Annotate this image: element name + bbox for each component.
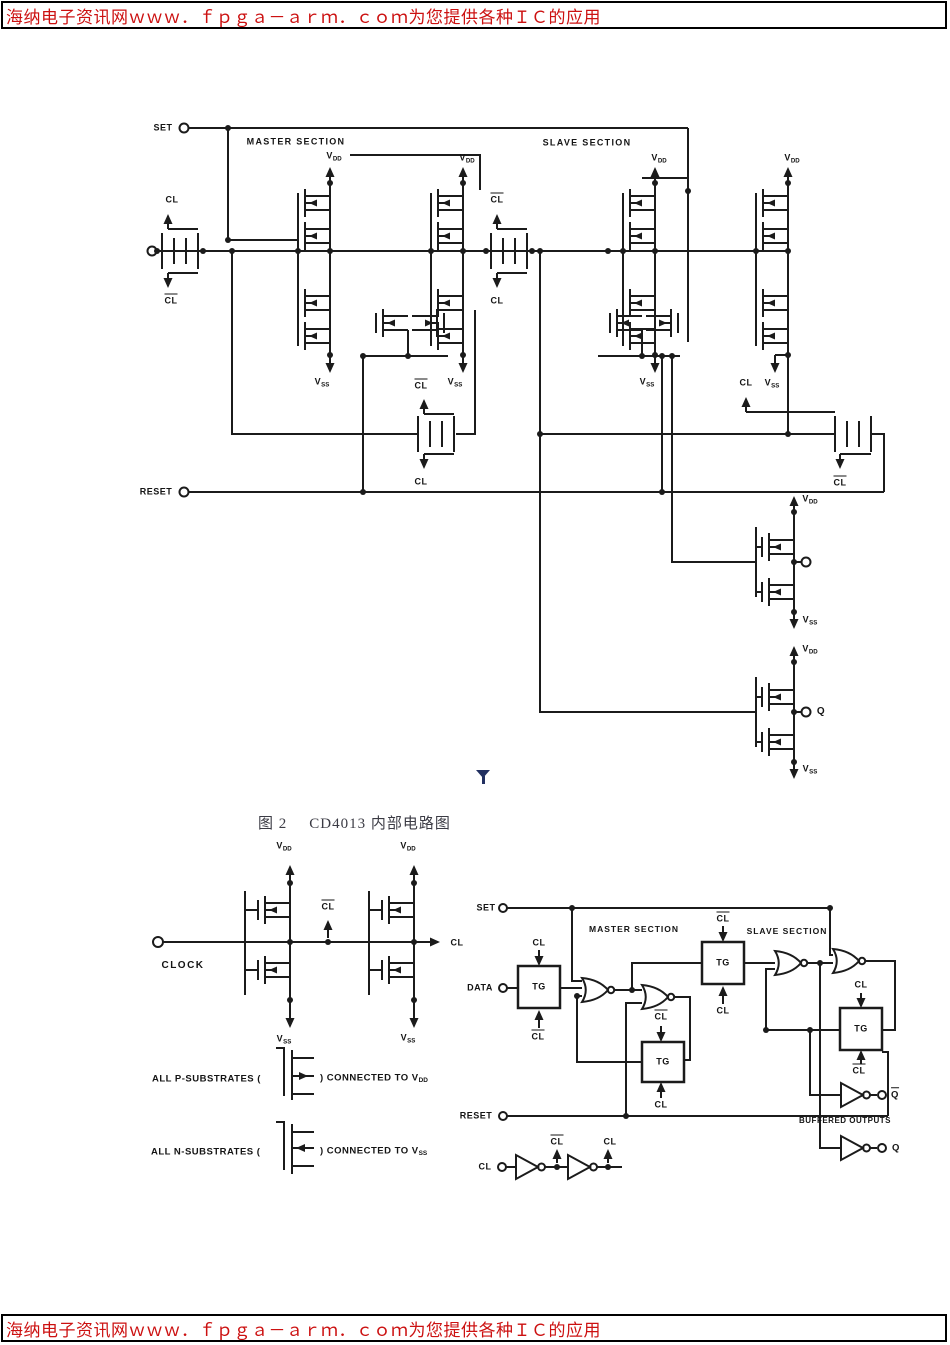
vdd-label-m1: VDD <box>326 150 342 163</box>
vss-label-buf2: VSS <box>802 763 818 776</box>
vss-label-s1: VSS <box>639 376 655 389</box>
cl-tg2-bottom: CL <box>654 1099 668 1110</box>
cl-tg4-top: CL <box>854 979 868 990</box>
clbar-label-sfb-bottom: CL <box>833 475 847 488</box>
clbar-label-ck: CL <box>321 899 335 912</box>
n-substrates-right: ) CONNECTED TO VSS <box>320 1145 428 1158</box>
set-label-logic: SET <box>476 902 496 913</box>
reset-label: RESET <box>139 486 173 497</box>
vdd-label-buf1: VDD <box>802 493 818 506</box>
master-section-label-logic: MASTER SECTION <box>588 923 680 934</box>
slave-section-label: SLAVE SECTION <box>542 137 632 148</box>
master-section-label: MASTER SECTION <box>246 136 346 147</box>
slave-section-label-logic: SLAVE SECTION <box>746 925 828 936</box>
banner-footer-text: 海纳电子资讯网ｗｗｗ．ｆｐｇａ－ａｒｍ．ｃｏｍ为您提供各种ＩＣ的应用 <box>6 1320 601 1340</box>
cl-chain-in-label: CL <box>478 1161 492 1172</box>
reset-label-logic: RESET <box>459 1110 493 1121</box>
triangle-marker-icon <box>476 770 490 784</box>
cl-tg3-bottom: CL <box>716 1005 730 1016</box>
cl-label-mfb-bottom: CL <box>414 476 428 487</box>
data-label-logic: DATA <box>467 982 493 993</box>
cl-tg1-top: CL <box>532 937 546 948</box>
p-substrates-right: ) CONNECTED TO VDD <box>320 1072 428 1085</box>
clbar-chain-label: CL <box>550 1134 564 1147</box>
cl-label-input-top: CL <box>165 194 179 205</box>
tg3-label: TG <box>716 957 730 968</box>
logic-diagram <box>497 903 896 1180</box>
clbar-tg3-top: CL <box>716 911 730 924</box>
vss-label-s2: VSS <box>764 377 780 390</box>
figure-caption: 图 2 CD4013 内部电路图 <box>258 812 451 833</box>
vdd-label-buf2: VDD <box>802 643 818 656</box>
vss-label-ck2: VSS <box>400 1032 416 1045</box>
clock-driver-schematic <box>152 865 440 1174</box>
figure-caption-title: CD4013 内部电路图 <box>309 816 451 832</box>
vdd-label-ck1: VDD <box>276 840 292 853</box>
cl-chain-out-label: CL <box>603 1136 617 1147</box>
q-output-label-logic: Q <box>892 1142 900 1154</box>
tg2-label: TG <box>656 1056 670 1067</box>
clbar-tg4-bottom: CL <box>852 1063 866 1076</box>
n-substrates-left: ALL N-SUBSTRATES ( <box>151 1146 261 1158</box>
vss-label-m2: VSS <box>447 376 463 389</box>
clbar-label-mfb-top: CL <box>414 378 428 391</box>
junction-dots-logic <box>554 905 833 1170</box>
vdd-label-ck2: VDD <box>400 840 416 853</box>
clbar-tg2-top: CL <box>654 1009 668 1022</box>
set-label: SET <box>153 122 173 133</box>
p-substrates-left: ALL P-SUBSTRATES ( <box>152 1073 261 1085</box>
figure-caption-number: 图 2 <box>258 816 288 832</box>
clbar-label-input-bottom: CL <box>164 293 178 306</box>
tg4-label: TG <box>854 1023 868 1034</box>
vss-label-m1: VSS <box>314 376 330 389</box>
q-output-label: Q <box>816 706 826 717</box>
vss-label-ck1: VSS <box>276 1033 292 1046</box>
vdd-label-m2: VDD <box>459 152 475 165</box>
clock-label: CLOCK <box>161 960 205 971</box>
cl-label-sfb-top: CL <box>739 377 753 388</box>
qbar-output-label: Q <box>891 1087 899 1101</box>
vdd-label-s2: VDD <box>784 152 800 165</box>
banner-header: 海纳电子资讯网ｗｗｗ．ｆｐｇａ－ａｒｍ．ｃｏｍ为您提供各种ＩＣ的应用 <box>1 1 947 29</box>
tg1-label: TG <box>532 981 546 992</box>
vss-label-buf1: VSS <box>802 614 818 627</box>
vdd-label-s1: VDD <box>651 152 667 165</box>
cl-label-ck-out: CL <box>450 937 464 948</box>
banner-header-text: 海纳电子资讯网ｗｗｗ．ｆｐｇａ－ａｒｍ．ｃｏｍ为您提供各种ＩＣ的应用 <box>6 7 601 27</box>
banner-footer: 海纳电子资讯网ｗｗｗ．ｆｐｇａ－ａｒｍ．ｃｏｍ为您提供各种ＩＣ的应用 <box>1 1314 947 1342</box>
buffered-outputs-label: BUFFERED OUTPUTS <box>799 1116 891 1125</box>
clbar-tg1-bottom: CL <box>531 1029 545 1042</box>
junction-dots-clock <box>287 880 417 1003</box>
top-schematic <box>146 122 885 779</box>
junction-dots-top <box>154 125 797 765</box>
cl-label-mid-bottom: CL <box>490 295 504 306</box>
clbar-label-mid-top: CL <box>490 192 504 205</box>
